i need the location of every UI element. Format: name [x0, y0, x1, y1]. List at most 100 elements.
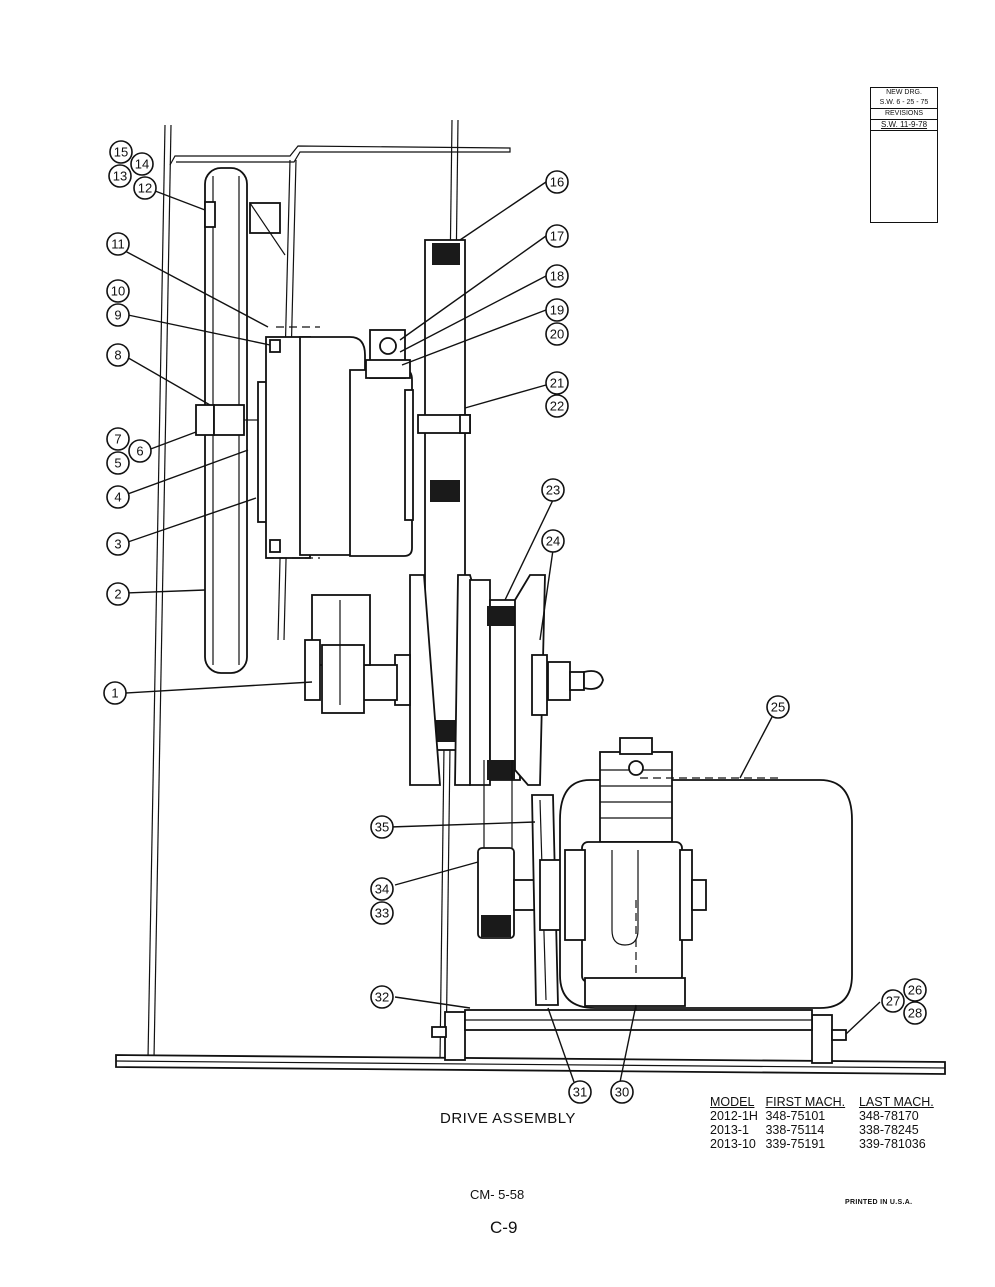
first-mach-cell: 338-75114 [765, 1123, 825, 1137]
svg-text:7: 7 [114, 432, 121, 447]
drawing-title: DRIVE ASSEMBLY [440, 1110, 576, 1127]
model-cell: 2012-1H [710, 1109, 758, 1123]
svg-text:28: 28 [908, 1006, 922, 1021]
callout-15: 15 [109, 140, 133, 164]
callout-1: 1 [103, 681, 127, 705]
table-row: 2012-1H 348-75101 348-78170 [710, 1109, 949, 1123]
callout-17: 17 [545, 224, 569, 248]
callout-11: 11 [106, 232, 130, 256]
svg-text:31: 31 [573, 1085, 587, 1100]
svg-text:9: 9 [114, 308, 121, 323]
svg-text:13: 13 [113, 169, 127, 184]
last-mach-cell: 339-781036 [858, 1137, 926, 1151]
svg-text:12: 12 [138, 181, 152, 196]
callout-30: 30 [610, 1080, 634, 1104]
callout-28: 28 [903, 1001, 927, 1025]
idler-bracket [365, 329, 411, 379]
base-rail [431, 1009, 847, 1064]
callout-2: 2 [106, 582, 130, 606]
callout-6: 6 [128, 439, 152, 463]
callout-7: 7 [106, 427, 130, 451]
svg-text:5: 5 [114, 456, 121, 471]
callout-5: 5 [106, 451, 130, 475]
svg-text:11: 11 [111, 237, 125, 252]
svg-text:35: 35 [375, 820, 389, 835]
model-cell: 2013-10 [710, 1137, 756, 1151]
callout-19: 19 [545, 298, 569, 322]
svg-text:27: 27 [886, 994, 900, 1009]
callout-31: 31 [568, 1080, 592, 1104]
header-first-mach: FIRST MACH. [765, 1095, 846, 1109]
svg-text:4: 4 [114, 490, 121, 505]
svg-text:34: 34 [375, 882, 389, 897]
base-plate [115, 1054, 946, 1075]
drawing-number: CM- 5-58 [470, 1187, 525, 1202]
svg-text:3: 3 [114, 537, 121, 552]
svg-text:30: 30 [615, 1085, 629, 1100]
model-table-header: MODEL FIRST MACH. LAST MACH. [710, 1095, 949, 1109]
callout-8: 8 [106, 343, 130, 367]
revision-line-empty [871, 130, 937, 131]
callout-34: 34 [370, 877, 394, 901]
callout-21: 21 [545, 371, 569, 395]
svg-text:17: 17 [550, 229, 564, 244]
callout-12: 12 [133, 176, 157, 200]
compressor [559, 737, 853, 1010]
leader-lines [124, 181, 881, 1083]
revision-line-date: S.W. 6 - 25 - 75 [879, 99, 929, 106]
svg-text:15: 15 [114, 145, 128, 160]
callout-9: 9 [106, 303, 130, 327]
header-last-mach: LAST MACH. [858, 1095, 934, 1109]
last-mach-cell: 338-78245 [858, 1123, 919, 1137]
revision-line-heading: REVISIONS [871, 108, 937, 119]
callout-25: 25 [766, 695, 790, 719]
svg-text:14: 14 [135, 157, 149, 172]
svg-text:25: 25 [771, 700, 785, 715]
double-sheave [361, 574, 604, 786]
callout-10: 10 [106, 279, 130, 303]
svg-text:16: 16 [550, 175, 564, 190]
clutch-housing [195, 336, 414, 559]
callout-22: 22 [545, 394, 569, 418]
svg-text:26: 26 [908, 983, 922, 998]
first-mach-cell: 348-75101 [765, 1109, 826, 1123]
motor-pulleys [477, 760, 571, 1006]
svg-text:33: 33 [375, 906, 389, 921]
model-table: MODEL FIRST MACH. LAST MACH. 2012-1H 348… [710, 1095, 949, 1151]
callout-bubbles: 15 14 13 12 11 10 9 8 7 6 5 4 3 2 1 16 1… [103, 140, 927, 1104]
page-number: C-9 [490, 1218, 518, 1237]
callout-16: 16 [545, 170, 569, 194]
callout-4: 4 [106, 485, 130, 509]
revision-block: NEW DRG. S.W. 6 - 25 - 75 REVISIONS S.W.… [870, 87, 938, 223]
top-bracket [204, 201, 286, 256]
svg-text:32: 32 [375, 990, 389, 1005]
callout-27: 27 [881, 989, 905, 1013]
revision-line-new-drg: NEW DRG. [871, 87, 937, 98]
svg-text:23: 23 [546, 483, 560, 498]
callout-33: 33 [370, 901, 394, 925]
svg-text:6: 6 [136, 444, 143, 459]
callout-23: 23 [541, 478, 565, 502]
svg-text:8: 8 [114, 348, 121, 363]
callout-18: 18 [545, 264, 569, 288]
callout-3: 3 [106, 532, 130, 556]
svg-text:24: 24 [546, 534, 560, 549]
callout-14: 14 [130, 152, 154, 176]
svg-text:2: 2 [114, 587, 121, 602]
pillow-block [304, 594, 371, 714]
callout-35: 35 [370, 815, 394, 839]
callout-26: 26 [903, 978, 927, 1002]
callout-20: 20 [545, 322, 569, 346]
svg-text:22: 22 [550, 399, 564, 414]
svg-text:21: 21 [550, 376, 564, 391]
svg-text:18: 18 [550, 269, 564, 284]
printed-note: PRINTED IN U.S.A. [845, 1199, 913, 1206]
callout-13: 13 [108, 164, 132, 188]
svg-text:10: 10 [111, 284, 125, 299]
callout-32: 32 [370, 985, 394, 1009]
first-mach-cell: 339-75191 [765, 1137, 826, 1151]
model-cell: 2013-1 [710, 1123, 749, 1137]
revision-line-revised: S.W. 11-9-78 [871, 119, 937, 130]
header-model: MODEL [710, 1095, 755, 1109]
